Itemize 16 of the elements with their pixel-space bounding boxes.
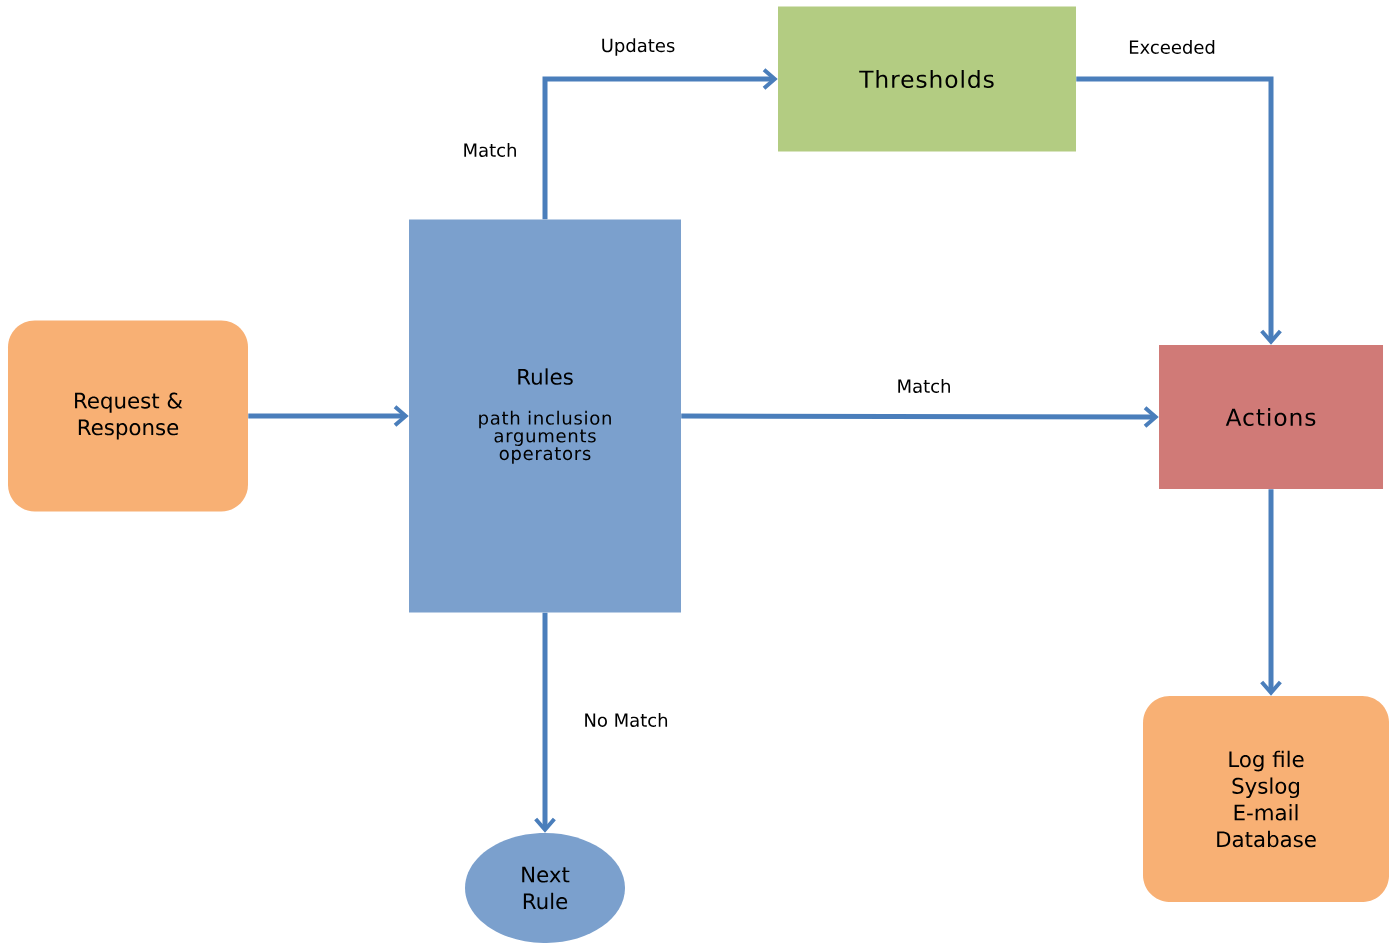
- edge-label: Match: [464, 143, 516, 157]
- arrow: [1076, 76, 1282, 345]
- process-box: Rules path inclusion arguments operators: [409, 219, 681, 613]
- arrow: [681, 406, 1159, 428]
- process-box: Request & Response: [8, 320, 248, 512]
- arrow: [534, 612, 556, 833]
- process-box: Thresholds: [778, 6, 1076, 152]
- arrow: [248, 405, 409, 427]
- edge-label: Exceeded: [1129, 40, 1215, 54]
- output-box: Log file Syslog E-mail Database: [1143, 696, 1389, 902]
- edge-label: Match: [898, 379, 950, 393]
- annotation-label: Updates: [602, 38, 675, 56]
- process-box: Actions: [1159, 345, 1383, 489]
- arrow: [1260, 489, 1282, 696]
- edge-label: No Match: [585, 713, 668, 727]
- arrow: [542, 68, 778, 220]
